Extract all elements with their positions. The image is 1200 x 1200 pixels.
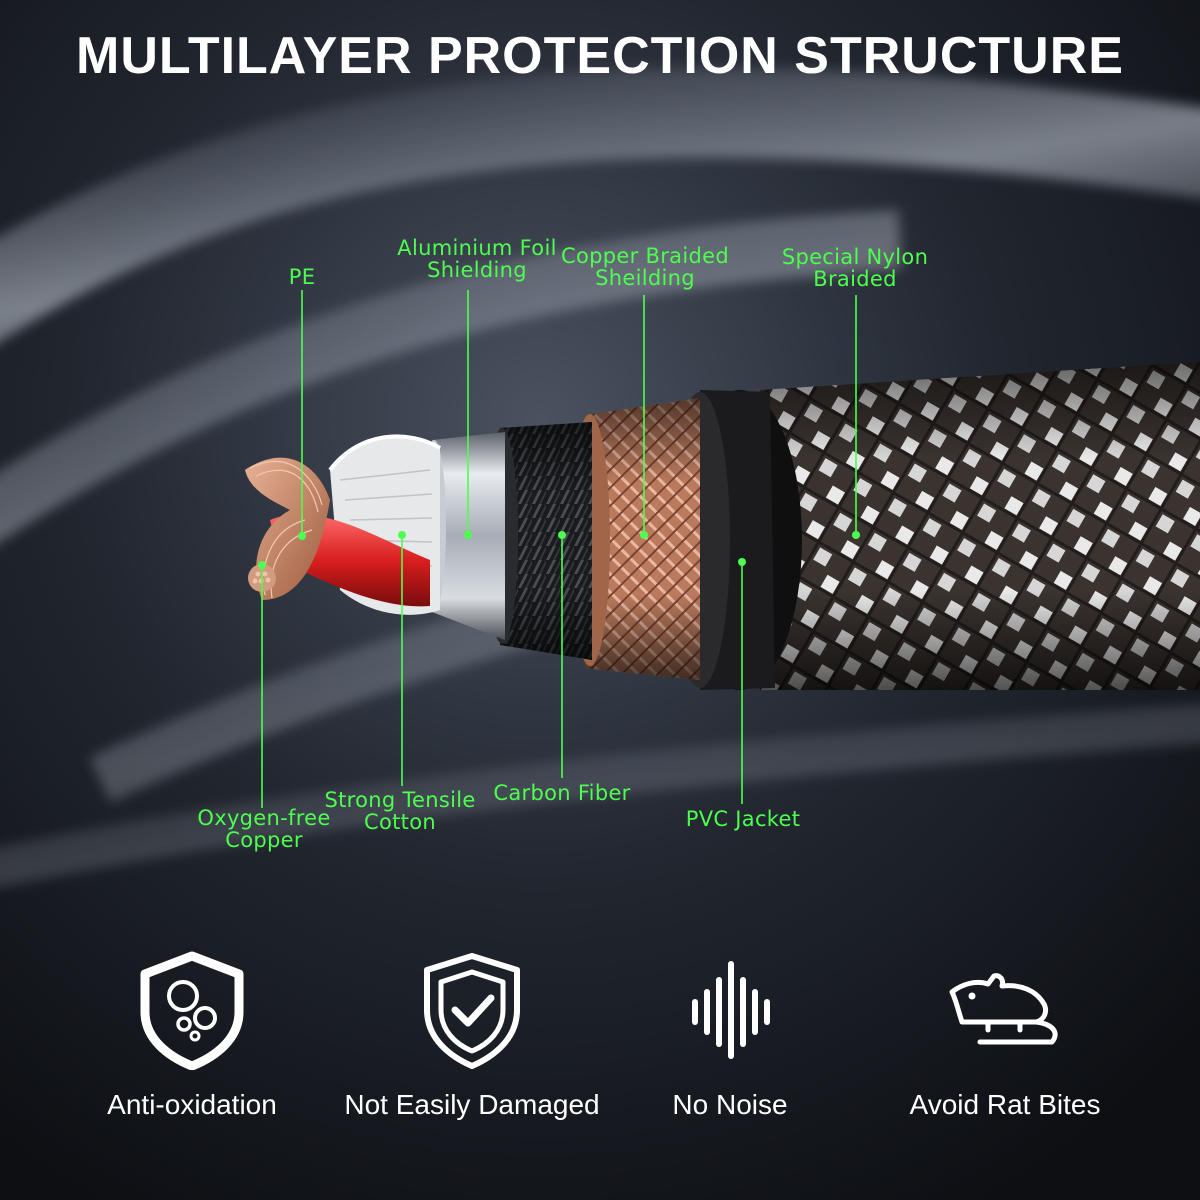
label-carbon-fiber: Carbon Fiber: [493, 781, 631, 805]
feature-label: Avoid Rat Bites: [909, 1089, 1101, 1120]
feature-anti-oxidation: Anti-oxidation: [42, 950, 342, 1121]
sound-wave-icon: [692, 961, 770, 1059]
label-nylon-braided: Special Nylon Braided: [781, 245, 929, 291]
feature-no-noise: No Noise: [580, 950, 880, 1121]
label-strong-tensile-cotton: Strong Tensile Cotton: [324, 788, 476, 834]
label-aluminium-foil: Aluminium Foil Shielding: [397, 236, 557, 282]
feature-label: Anti-oxidation: [107, 1089, 277, 1120]
shield-bubbles-icon: [140, 951, 244, 1071]
copper-braid-layer: [570, 398, 700, 680]
label-pvc-jacket: PVC Jacket: [685, 807, 801, 831]
feature-label: No Noise: [672, 1089, 788, 1120]
copper-strands: [245, 457, 330, 600]
rat-icon: [949, 973, 1058, 1045]
page-title: MULTILAYER PROTECTION STRUCTURE: [76, 27, 1124, 85]
label-oxygen-free-copper: Oxygen-free Copper: [197, 806, 331, 852]
leader-lines: [261, 290, 857, 808]
feature-avoid-rat-bites: Avoid Rat Bites: [855, 950, 1155, 1121]
shield-check-icon: [424, 953, 520, 1069]
leader-dots: [258, 531, 860, 569]
feature-label: Not Easily Damaged: [344, 1089, 600, 1120]
label-pe: PE: [288, 265, 316, 289]
label-copper-braided: Copper Braided Sheilding: [561, 244, 729, 290]
nylon-braid-layer: [760, 361, 1200, 690]
feature-not-easily-damaged: Not Easily Damaged: [322, 950, 622, 1121]
